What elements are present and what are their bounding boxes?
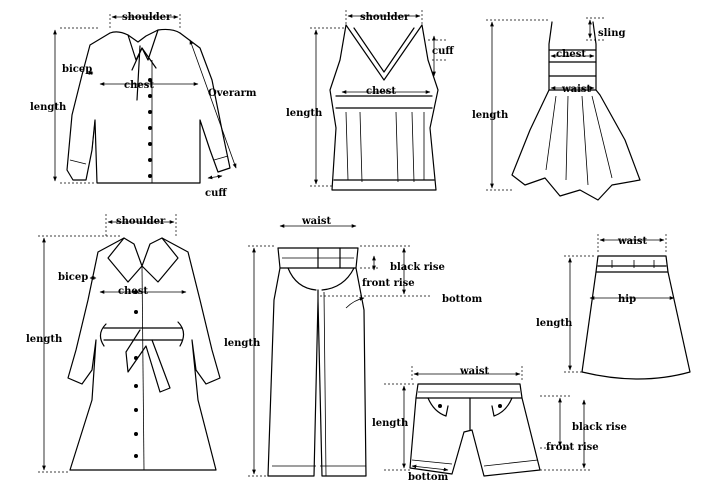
shorts-front-rise-label: front rise (546, 442, 599, 453)
tank-shoulder-label: shoulder (360, 12, 410, 23)
tank-length-label: length (286, 108, 323, 119)
dress-sling-label: sling (598, 28, 626, 39)
coat-buttons (134, 290, 138, 458)
coat-chest-label: chest (118, 286, 148, 297)
skirt-hip-label: hip (618, 294, 636, 305)
pants-length-label: length (224, 338, 261, 349)
shorts-black-rise-label: black rise (572, 422, 627, 433)
shirt-drawing (53, 14, 237, 184)
shirt-shoulder-label: shoulder (122, 12, 172, 23)
pants-black-rise-label: black rise (390, 262, 445, 273)
skirt-drawing (564, 234, 691, 380)
coat-drawing (38, 214, 221, 473)
skirt-length-label: length (536, 318, 573, 329)
shorts-drawing (384, 366, 590, 477)
shirt-overarm-label: Overarm (208, 88, 257, 99)
dress-drawing (486, 17, 641, 201)
dress-waist-label: waist (561, 84, 592, 95)
coat-shoulder-label: shoulder (116, 216, 166, 227)
shirt-bicep-label: bicep (62, 64, 92, 75)
shirt-length-label: length (30, 102, 67, 113)
shorts-length-label: length (372, 418, 409, 429)
tank-top-drawing (310, 10, 446, 191)
shirt-chest-label: chest (124, 80, 154, 91)
shorts-bottom-label: bottom (408, 472, 449, 483)
dress-length-label: length (472, 110, 509, 121)
pants-waist-label: waist (301, 216, 332, 227)
tank-chest-label: chest (366, 86, 396, 97)
coat-length-label: length (26, 334, 63, 345)
dress-chest-label: chest (556, 49, 586, 60)
shorts-waist-label: waist (459, 366, 490, 377)
shirt-cuff-label: cuff (205, 188, 227, 199)
coat-bicep-label: bicep (58, 272, 88, 283)
skirt-waist-label: waist (617, 236, 648, 247)
pants-bottom-label: bottom (442, 294, 483, 305)
tank-cuff-label: cuff (432, 46, 454, 57)
pants-front-rise-label: front rise (362, 278, 415, 289)
pants-drawing (248, 224, 430, 477)
shirt-buttons (148, 78, 152, 178)
